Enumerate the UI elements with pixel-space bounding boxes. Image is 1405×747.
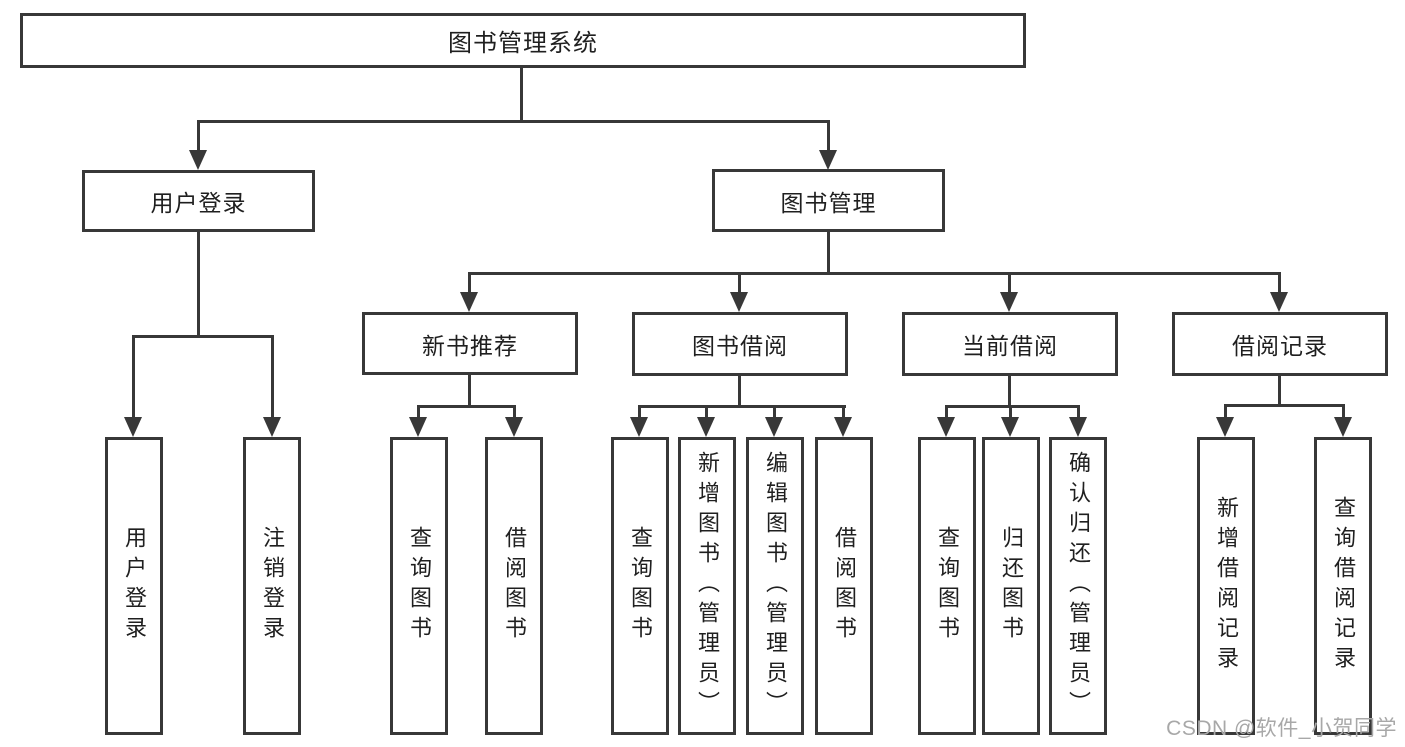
connector-line <box>842 405 845 421</box>
leaf-label: 查询借阅记录 <box>1331 496 1356 676</box>
leaf-label: 用户登录 <box>122 526 147 646</box>
leaf-borrow-books-recommend: 借阅图书 <box>485 437 543 735</box>
leaf-add-books-admin: 新增图书（管理员） <box>678 437 736 735</box>
connector-line <box>1008 272 1011 296</box>
connector-line <box>468 272 1281 275</box>
leaf-label: 编辑图书（管理员） <box>763 451 788 721</box>
leaf-label: 查询图书 <box>628 526 653 646</box>
leaf-label: 查询图书 <box>407 526 432 646</box>
arrow-head <box>1270 292 1288 312</box>
connector-line <box>827 120 830 154</box>
arrow-head <box>1069 417 1087 437</box>
leaf-label: 归还图书 <box>999 526 1024 646</box>
leaf-label: 新增图书（管理员） <box>695 451 720 721</box>
leaf-label: 新增借阅记录 <box>1214 496 1239 676</box>
arrow-head <box>409 417 427 437</box>
connector-line <box>468 272 471 296</box>
connector-line <box>1224 404 1227 421</box>
arrow-head <box>765 417 783 437</box>
node-new-book-recommendation: 新书推荐 <box>362 312 578 375</box>
connector-line <box>520 68 523 122</box>
leaf-add-borrow-record: 新增借阅记录 <box>1197 437 1255 735</box>
connector-line <box>1278 272 1281 296</box>
connector-line <box>945 405 1080 408</box>
arrow-head <box>263 417 281 437</box>
connector-line <box>417 405 516 408</box>
node-user-login: 用户登录 <box>82 170 315 232</box>
leaf-query-borrow-record: 查询借阅记录 <box>1314 437 1372 735</box>
connector-line <box>197 120 830 123</box>
leaf-logout-login: 注销登录 <box>243 437 301 735</box>
leaf-label: 确认归还（管理员） <box>1066 451 1091 721</box>
connector-line <box>513 405 516 421</box>
arrow-head <box>730 292 748 312</box>
arrow-head <box>819 150 837 170</box>
connector-line <box>638 405 641 421</box>
node-book-management: 图书管理 <box>712 169 945 232</box>
connector-line <box>738 272 741 296</box>
leaf-borrow-books: 借阅图书 <box>815 437 873 735</box>
node-label: 图书管理 <box>780 189 877 216</box>
arrow-head <box>1001 417 1019 437</box>
leaf-query-books-current: 查询图书 <box>918 437 976 735</box>
connector-line <box>1008 376 1011 408</box>
connector-line <box>271 335 274 421</box>
arrow-head <box>1000 292 1018 312</box>
arrow-head <box>460 292 478 312</box>
arrow-head <box>505 417 523 437</box>
leaf-user-login: 用户登录 <box>105 437 163 735</box>
connector-line <box>197 232 200 338</box>
arrow-head <box>1216 417 1234 437</box>
watermark: CSDN @软件_小贺同学 <box>1166 717 1397 740</box>
leaf-return-books: 归还图书 <box>982 437 1040 735</box>
connector-line <box>1224 404 1345 407</box>
connector-line <box>738 376 741 408</box>
arrow-head <box>124 417 142 437</box>
node-label: 图书管理系统 <box>448 30 598 57</box>
connector-line <box>1077 405 1080 421</box>
connector-line <box>417 405 420 421</box>
arrow-head <box>697 417 715 437</box>
connector-line <box>773 405 776 421</box>
node-book-borrowing: 图书借阅 <box>632 312 848 376</box>
connector-line <box>705 405 708 421</box>
leaf-query-books-recommend: 查询图书 <box>390 437 448 735</box>
connector-line <box>638 405 846 408</box>
connector-line <box>1278 376 1281 407</box>
node-label: 用户登录 <box>150 190 247 216</box>
node-book-management-system: 图书管理系统 <box>20 13 1026 68</box>
connector-line <box>945 405 948 421</box>
node-label: 当前借阅 <box>962 333 1058 359</box>
connector-line <box>1342 404 1345 421</box>
connector-line <box>1009 405 1012 421</box>
node-current-borrowing: 当前借阅 <box>902 312 1118 376</box>
connector-line <box>197 120 200 154</box>
connector-line <box>132 335 274 338</box>
leaf-label: 查询图书 <box>935 526 960 646</box>
node-borrowing-records: 借阅记录 <box>1172 312 1388 376</box>
connector-line <box>468 375 471 408</box>
leaf-label: 借阅图书 <box>832 526 857 646</box>
leaf-label: 借阅图书 <box>502 526 527 646</box>
arrow-head <box>630 417 648 437</box>
arrow-head <box>937 417 955 437</box>
arrow-head <box>189 150 207 170</box>
leaf-confirm-return-admin: 确认归还（管理员） <box>1049 437 1107 735</box>
node-label: 借阅记录 <box>1232 333 1328 359</box>
node-label: 新书推荐 <box>422 332 518 359</box>
leaf-label: 注销登录 <box>260 526 285 646</box>
connector-line <box>827 232 830 275</box>
arrow-head <box>834 417 852 437</box>
node-label: 图书借阅 <box>692 333 788 359</box>
connector-line <box>132 335 135 421</box>
arrow-head <box>1334 417 1352 437</box>
leaf-query-books-borrowing: 查询图书 <box>611 437 669 735</box>
leaf-edit-books-admin: 编辑图书（管理员） <box>746 437 804 735</box>
